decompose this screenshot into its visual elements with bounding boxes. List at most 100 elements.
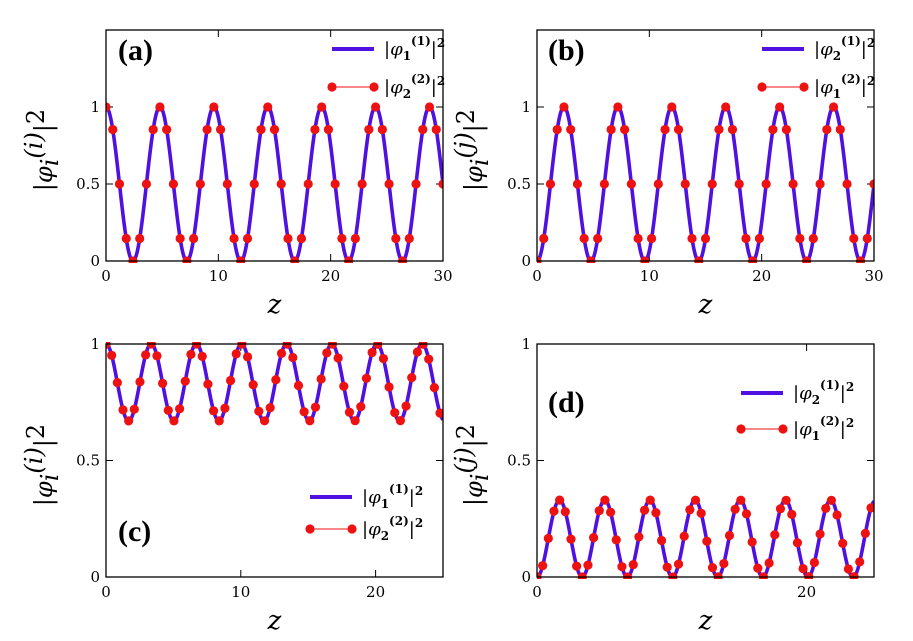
data-point [175, 233, 185, 244]
data-point [714, 124, 724, 135]
series-markers [537, 495, 874, 579]
data-point [296, 233, 307, 244]
data-point [679, 531, 689, 541]
data-point [158, 378, 168, 388]
data-point [727, 124, 738, 135]
y-tick-label: 0.5 [507, 452, 531, 470]
data-point [593, 233, 603, 244]
legend-sub: 1 [381, 497, 389, 511]
x-tick-label: 20 [321, 267, 340, 285]
ylabel-sub: i [466, 473, 494, 481]
data-point [356, 402, 366, 412]
ylabel-power: 2 [452, 109, 480, 124]
data-point [276, 179, 286, 189]
data-point [741, 233, 751, 244]
legend-phi: φ [390, 77, 403, 98]
ylabel-bar-right: | [460, 439, 489, 447]
data-point [203, 379, 213, 389]
legend-marker [736, 424, 746, 434]
y-axis-label: |φi(i)|2 [20, 424, 64, 506]
legend-label: |φ1(2)|2 [793, 414, 854, 443]
data-point [795, 233, 805, 244]
x-axis-label: z [698, 606, 713, 636]
data-point [114, 179, 125, 189]
data-point [787, 509, 797, 519]
legend-power: 2 [437, 74, 445, 88]
data-point [869, 179, 874, 189]
data-point [248, 380, 258, 390]
x-tick-label: 20 [366, 583, 385, 601]
legend-bar-right: | [431, 39, 437, 60]
data-point [231, 349, 241, 359]
legend-bar: | [793, 383, 799, 404]
data-point [124, 416, 134, 426]
data-point [539, 233, 549, 244]
data-point [377, 124, 387, 135]
data-point [242, 233, 253, 244]
legend-marker [305, 524, 315, 534]
legend-sub: 1 [403, 49, 411, 63]
legend-bar: | [814, 39, 820, 60]
data-point [721, 102, 731, 112]
legend-phi: φ [820, 39, 833, 60]
data-point [826, 495, 837, 505]
data-point [700, 233, 711, 244]
data-point [617, 562, 627, 572]
data-point [549, 506, 559, 516]
data-point [792, 538, 803, 548]
legend-label: |φ2(1)|2 [814, 34, 875, 63]
data-point [350, 233, 360, 244]
data-point [543, 533, 553, 543]
panel-label: (b) [548, 34, 585, 67]
series-markers [106, 342, 443, 426]
data-point [155, 102, 165, 112]
y-tick-label: 0.5 [507, 175, 531, 193]
legend-bar: | [362, 519, 368, 540]
plot-frame [536, 343, 875, 578]
data-point [702, 536, 712, 546]
data-point [435, 408, 443, 418]
data-point [401, 401, 411, 411]
x-axis-label: z [267, 290, 282, 320]
data-point [108, 124, 118, 135]
y-tick-label: 0.5 [76, 175, 100, 193]
legend-bar: | [814, 77, 820, 98]
data-point [843, 564, 853, 574]
data-point [639, 505, 650, 515]
y-tick-label: 1 [521, 335, 531, 353]
data-point [322, 348, 332, 358]
data-point [303, 179, 313, 189]
ylabel-power: 2 [22, 109, 50, 124]
data-point [371, 102, 381, 112]
ylabel-sub: i [36, 474, 64, 482]
y-tick-label: 1 [90, 335, 100, 353]
legend-phi: φ [368, 519, 381, 540]
ylabel-sup: (j) [450, 132, 478, 158]
data-point [589, 533, 599, 543]
data-point [838, 538, 848, 549]
data-point [849, 233, 859, 244]
legend-sup: (1) [411, 34, 431, 48]
data-point [242, 352, 253, 362]
data-point [208, 406, 219, 416]
legend-marker [778, 424, 788, 434]
data-point [225, 375, 236, 386]
data-point [249, 179, 259, 189]
data-point [566, 124, 576, 135]
legend-sub: 2 [381, 529, 389, 543]
data-point [572, 179, 583, 189]
y-tick-label: 0 [521, 568, 531, 586]
x-tick-label: 10 [209, 267, 228, 285]
legend: |φ2(1)|2|φ1(2)|2 [736, 378, 854, 443]
ylabel-sup: (i) [20, 132, 48, 158]
data-point [135, 377, 145, 387]
data-point [141, 350, 151, 360]
data-point [259, 416, 270, 426]
data-point [815, 529, 825, 539]
data-point [256, 124, 266, 135]
data-point [656, 535, 667, 546]
data-point [687, 233, 697, 244]
